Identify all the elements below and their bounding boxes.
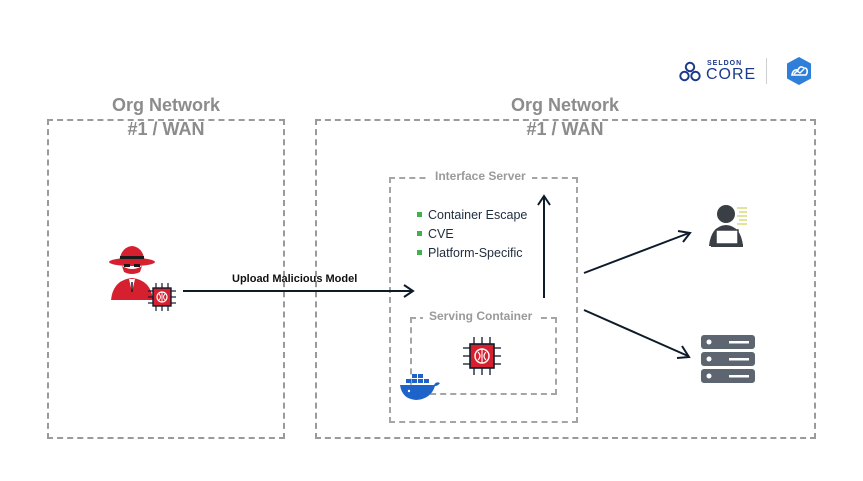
user-arrowhead <box>677 230 692 243</box>
left-zone-title-line1: Org Network <box>111 95 221 115</box>
left-zone-title: Org Network #1 / WAN <box>47 93 285 141</box>
left-zone-title-line2: #1 / WAN <box>127 119 205 139</box>
logo-divider <box>766 58 767 84</box>
list-item-label: Container Escape <box>428 207 528 222</box>
list-item-label: CVE <box>428 226 454 241</box>
right-zone-title-line2: #1 / WAN <box>526 119 604 139</box>
list-item-label: Platform-Specific <box>428 245 523 260</box>
right-network-zone <box>315 119 816 439</box>
ai-chip-icon <box>148 283 176 311</box>
interface-server-title: Interface Server <box>429 169 532 183</box>
hacker-icon <box>109 246 155 300</box>
bullet-icon <box>417 231 422 236</box>
seldon-small-text: SELDON <box>707 60 743 67</box>
server-arrow <box>583 309 689 357</box>
upload-arrow-label: Upload Malicious Model <box>232 273 358 285</box>
seldon-core-text: CORE <box>706 66 757 83</box>
list-item: Container Escape <box>417 205 527 224</box>
right-zone-title: Org Network #1 / WAN <box>480 93 650 141</box>
user-at-laptop-icon <box>709 205 747 247</box>
left-network-zone <box>47 119 285 439</box>
vertical-arrowhead <box>537 194 551 206</box>
upload-arrowhead <box>403 284 415 298</box>
bullet-icon <box>417 212 422 217</box>
bullet-icon <box>417 250 422 255</box>
docker-whale-icon <box>400 374 440 400</box>
list-item: CVE <box>417 224 527 243</box>
seldon-logo-icon <box>679 61 701 82</box>
serving-container-title: Serving Container <box>423 309 539 323</box>
server-arrowhead <box>676 345 691 359</box>
interface-server-list: Container Escape CVE Platform-Specific <box>417 205 527 262</box>
server-stack-icon <box>701 335 755 383</box>
kserve-logo-icon <box>787 57 811 85</box>
ai-chip-icon <box>463 337 501 375</box>
list-item: Platform-Specific <box>417 243 527 262</box>
user-arrow <box>583 232 690 274</box>
right-zone-title-line1: Org Network <box>510 95 620 115</box>
